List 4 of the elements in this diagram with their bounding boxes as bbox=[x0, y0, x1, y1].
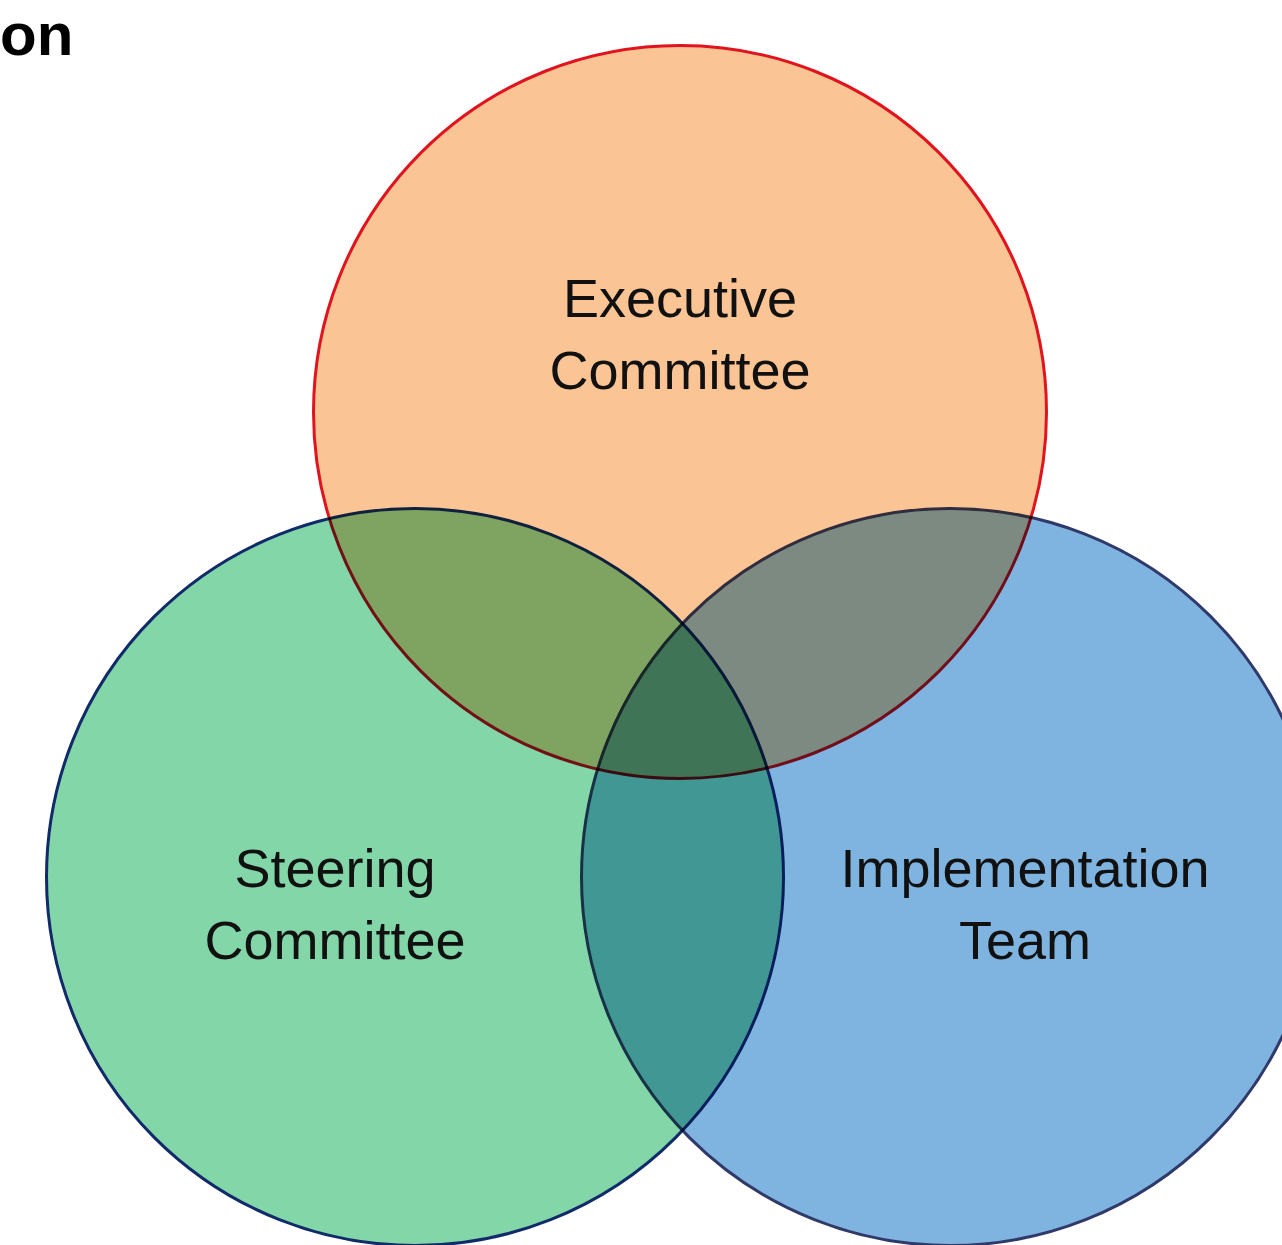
circle-label: Steering Committee bbox=[203, 837, 467, 972]
circle-label: Executive Committee bbox=[548, 267, 812, 402]
heading-fragment: on bbox=[0, 0, 74, 70]
circle-label: Implementation Team bbox=[839, 837, 1211, 972]
